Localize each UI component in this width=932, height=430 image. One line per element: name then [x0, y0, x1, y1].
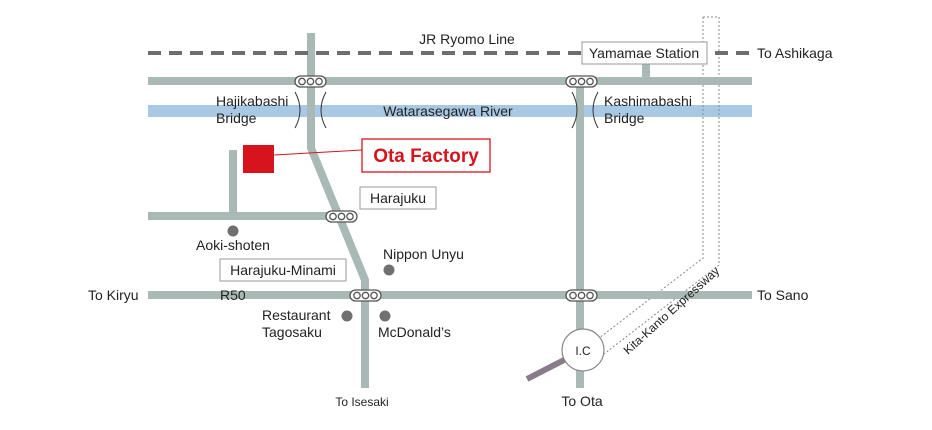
landmark-dot-icon: [379, 310, 391, 322]
to-sano-label: To Sano: [757, 287, 809, 303]
factory-name: Ota Factory: [373, 146, 479, 167]
railway-name: JR Ryomo Line: [419, 31, 515, 47]
restaurant-label-1: Restaurant: [262, 307, 331, 323]
station-name: Yamamae Station: [589, 45, 699, 61]
interchange-icon: [561, 328, 605, 372]
traffic-signal-icon: [565, 75, 598, 88]
hajikabashi-label-1: Hajikabashi: [216, 93, 288, 109]
factory-marker-icon: [243, 145, 274, 173]
river-band: [148, 105, 752, 117]
harajuku-minami-box: [219, 258, 347, 282]
road-network: [148, 33, 752, 388]
nippon-unyu-label: Nippon Unyu: [383, 246, 464, 262]
harajuku-box: [359, 186, 437, 210]
aoki-shoten-label: Aoki-shoten: [196, 237, 270, 253]
traffic-signal-icon: [325, 210, 358, 223]
landmark-dot-icon: [341, 310, 353, 322]
harajuku-label: Harajuku: [370, 190, 426, 206]
mcdonalds-label: McDonald’s: [378, 324, 451, 340]
expressway-outline: [593, 16, 720, 355]
river-name: Watarasegawa River: [383, 103, 513, 119]
interchange-label: I.C: [575, 344, 591, 358]
traffic-signal-icon: [565, 289, 598, 302]
restaurant-label-2: Tagosaku: [262, 324, 322, 340]
kashimabashi-label-1: Kashimabashi: [604, 93, 692, 109]
landmark-dot-icon: [227, 225, 239, 237]
landmark-dot-icon: [383, 264, 395, 276]
r50-label: R50: [220, 287, 246, 303]
harajuku-minami-label: Harajuku-Minami: [230, 262, 336, 278]
to-isesaki-label: To Isesaki: [335, 395, 388, 409]
traffic-signal-icon: [294, 75, 327, 88]
bridge-brackets: [294, 91, 599, 129]
to-ashikaga-label: To Ashikaga: [757, 45, 833, 61]
to-ota-label: To Ota: [561, 393, 602, 409]
station-box: [581, 41, 708, 65]
factory-callout-box: [361, 138, 491, 173]
hajikabashi-label-2: Bridge: [216, 110, 257, 126]
expressway-link: [525, 355, 570, 382]
expressway-name: Kita-Kanto Expressway: [621, 264, 723, 357]
factory-leader-line: [273, 149, 363, 156]
to-kiryu-label: To Kiryu: [88, 287, 139, 303]
traffic-signal-icon: [349, 289, 382, 302]
kashimabashi-label-2: Bridge: [604, 110, 645, 126]
